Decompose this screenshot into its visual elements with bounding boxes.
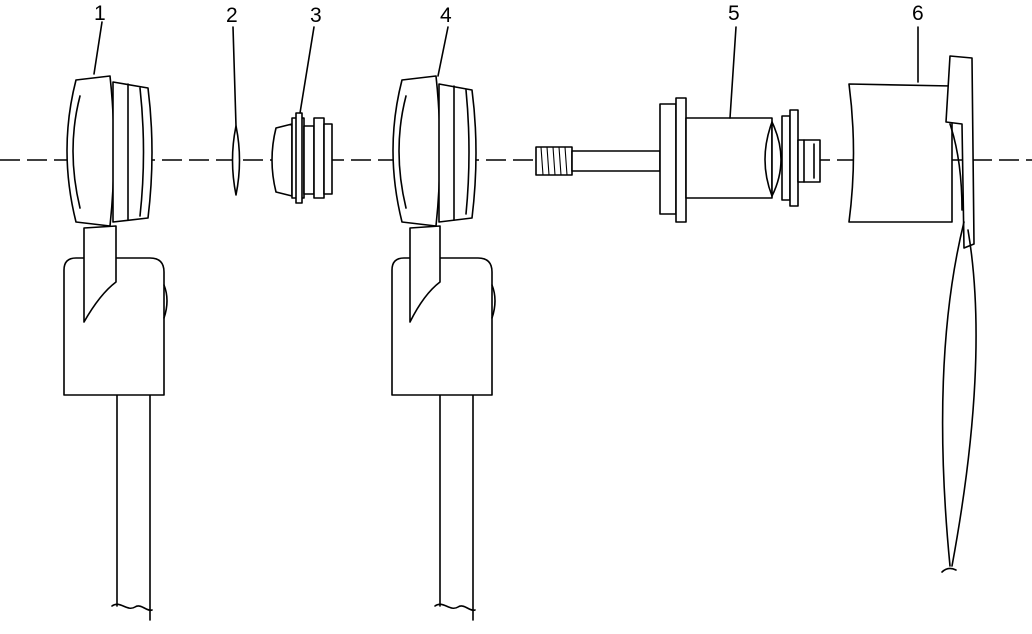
part-1-rod-end (63, 75, 168, 621)
callout-5: 5 (728, 2, 740, 25)
callout-3: 3 (310, 4, 322, 27)
part-3-bushing (271, 112, 333, 204)
part-2-seal (231, 125, 241, 196)
callout-4: 4 (440, 4, 452, 27)
part-6-receiver-cup (848, 55, 977, 573)
callout-1: 1 (94, 2, 106, 25)
part-5-puller-tool (535, 97, 821, 223)
callout-6: 6 (912, 2, 924, 25)
leader-lines (93, 21, 919, 127)
callout-2: 2 (226, 4, 238, 27)
part-4-rod-end (391, 75, 496, 621)
